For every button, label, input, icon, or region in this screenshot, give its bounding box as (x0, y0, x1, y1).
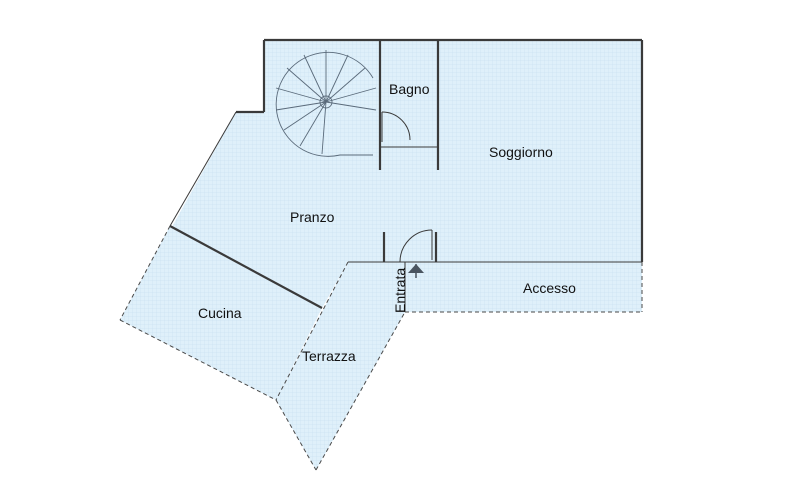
room-label-bagno: Bagno (389, 81, 430, 97)
room-label-pranzo: Pranzo (290, 209, 335, 225)
room-label-entrata: Entrata (392, 268, 408, 313)
floor-area (120, 40, 642, 470)
room-label-cucina: Cucina (198, 305, 242, 321)
room-label-accesso: Accesso (523, 280, 576, 296)
room-label-terrazza: Terrazza (302, 348, 356, 364)
entrance-door-swing-icon (399, 229, 433, 263)
walls (119, 38, 644, 471)
room-label-soggiorno: Soggiorno (489, 144, 553, 160)
spiral-staircase-icon (275, 50, 377, 157)
door-swing-icon (381, 111, 411, 142)
